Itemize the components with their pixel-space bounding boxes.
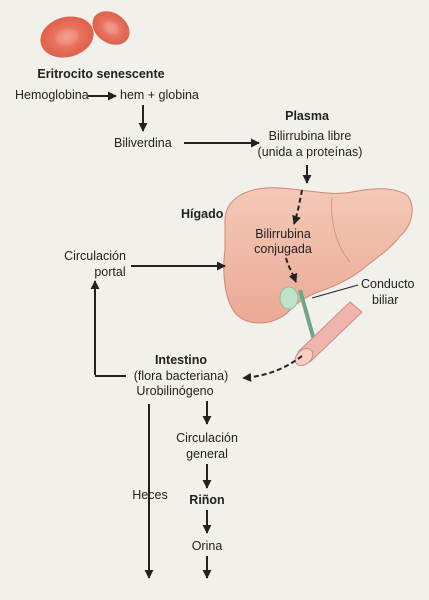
bacterial-flora-label: (flora bacteriana) [133,369,229,383]
kidney-label: Riñon [189,493,225,507]
free-bilirubin-label: Bilirrubina libre [268,129,352,143]
arrow-bilirubin-into-liver [292,189,303,225]
red-blood-cell-icon [92,11,130,45]
conjugated-bilirubin-label: Bilirrubina [255,227,311,241]
free-bilirubin-note: (unida a proteínas) [257,145,363,159]
red-blood-cell-icon [40,16,94,58]
general-circulation-label: Circulación [176,431,238,445]
conjugated-bilirubin-label-2: conjugada [254,242,312,256]
intestine-illustration [294,301,363,366]
plasma-label: Plasma [285,109,329,123]
erythrocyte-label: Eritrocito senescente [37,67,165,81]
hem-globin-label: hem + globina [120,88,199,102]
feces-label: Heces [132,488,168,502]
intestine-label: Intestino [154,353,208,367]
liver-label: Hígado [181,207,224,221]
biliverdin-label: Biliverdina [114,136,172,150]
arrow-duct-to-intestine [242,355,303,382]
bile-duct-leader-line [311,284,359,299]
bile-duct-label: Conducto [361,277,415,291]
bile-duct-label-2: biliar [372,293,399,307]
general-circulation-label-2: general [186,447,228,461]
gallbladder-illustration [279,286,299,310]
liver-illustration [223,187,413,324]
hemoglobin-label: Hemoglobina [15,88,89,102]
bile-duct-illustration [298,289,316,341]
arrow-conjugated-to-duct [285,257,298,283]
urobilinogen-label: Urobilinógeno [136,384,214,398]
urine-label: Orina [191,539,223,553]
portal-circulation-label-2: portal [94,265,126,279]
portal-circulation-label: Circulación [64,249,126,263]
